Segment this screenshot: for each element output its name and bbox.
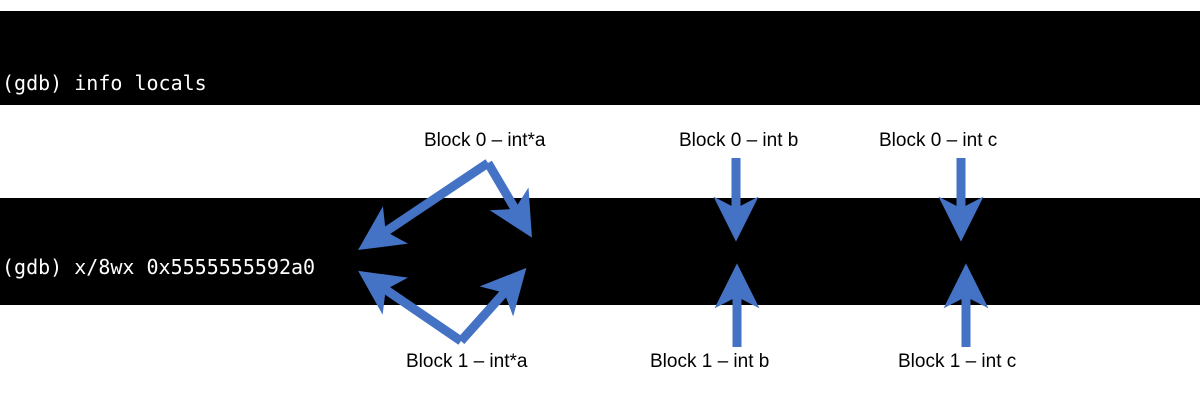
- gdb-command-examine-memory: (gdb) x/8wx 0x5555555592a0: [2, 255, 316, 279]
- label-block1-int-c: Block 1 – int c: [898, 351, 1017, 372]
- label-block1-int-a: Block 1 – int*a: [406, 351, 528, 372]
- label-block0-int-a: Block 0 – int*a: [424, 130, 546, 151]
- label-block1-int-b: Block 1 – int b: [650, 351, 770, 372]
- gdb-command-info-locals: (gdb) info locals: [2, 71, 207, 95]
- terminal-block-memory-dump[interactable]: (gdb) x/8wx 0x5555555592a0 0x5555555592a…: [0, 198, 1200, 305]
- label-block0-int-b: Block 0 – int b: [679, 130, 799, 151]
- terminal-block-info-locals[interactable]: (gdb) info locals ptr = 0x5555555592a0: [0, 11, 1200, 105]
- label-block0-int-c: Block 0 – int c: [879, 130, 998, 151]
